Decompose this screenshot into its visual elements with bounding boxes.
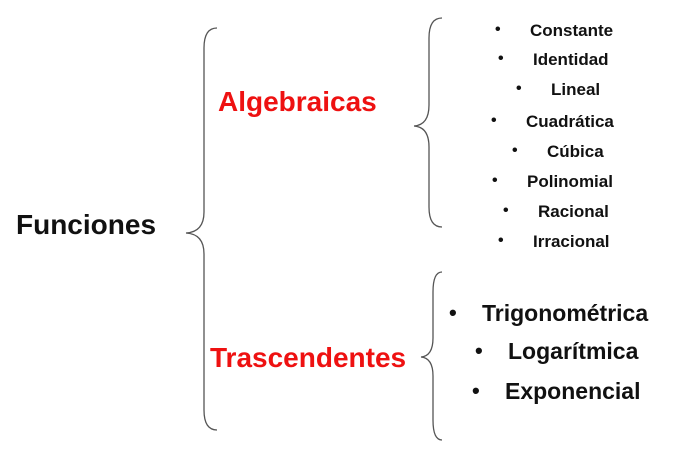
list-item: • Irracional — [498, 232, 610, 251]
list-item: • Identidad — [498, 50, 609, 69]
list-item-label: Cuadrática — [526, 112, 614, 131]
list-item-label: Logarítmica — [508, 338, 639, 364]
bullet-icon: • — [512, 142, 518, 159]
bullet-icon: • — [449, 300, 457, 325]
list-item: • Logarítmica — [475, 338, 639, 364]
bullet-icon: • — [491, 112, 497, 129]
list-item: • Racional — [503, 202, 609, 221]
list-item: • Constante — [495, 21, 614, 40]
list-item-label: Cúbica — [547, 142, 604, 161]
list-item-label: Lineal — [551, 80, 601, 99]
list-item: • Exponencial — [472, 378, 641, 404]
bullet-icon: • — [503, 202, 509, 219]
list-item-label: Identidad — [533, 50, 609, 69]
algebraicas-brace — [413, 17, 443, 228]
list-item: • Cúbica — [512, 142, 604, 161]
list-item-label: Irracional — [533, 232, 610, 251]
root-brace — [185, 27, 218, 431]
bullet-icon: • — [495, 21, 501, 38]
category-label-trascendentes: Trascendentes — [210, 342, 407, 373]
list-item: • Polinomial — [492, 172, 613, 191]
root-label: Funciones — [16, 209, 157, 240]
bullet-icon: • — [472, 378, 480, 403]
list-item: • Lineal — [516, 80, 601, 99]
list-item-label: Racional — [538, 202, 609, 221]
bullet-icon: • — [492, 172, 498, 189]
bullet-icon: • — [516, 80, 522, 97]
list-item-label: Polinomial — [527, 172, 613, 191]
list-item: • Trigonométrica — [449, 300, 649, 326]
list-item-label: Exponencial — [505, 378, 641, 404]
bullet-icon: • — [498, 50, 504, 67]
bullet-icon: • — [475, 338, 483, 363]
list-item-label: Trigonométrica — [482, 300, 649, 326]
category-label-algebraicas: Algebraicas — [218, 86, 377, 117]
trascendentes-brace — [420, 271, 443, 441]
list-item: • Cuadrática — [491, 112, 614, 131]
bullet-icon: • — [498, 232, 504, 249]
list-item-label: Constante — [530, 21, 614, 40]
